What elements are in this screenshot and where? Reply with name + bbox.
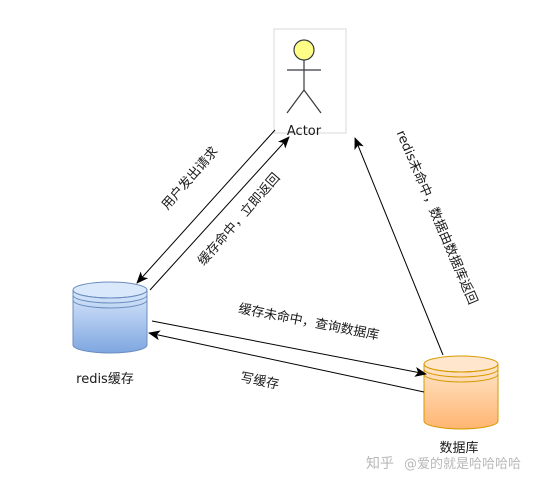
actor: Actor — [273, 28, 347, 139]
cache-hit-label: 缓存命中，立即返回 — [195, 170, 284, 269]
cache-hit-return-arrow — [149, 136, 290, 291]
actor-label: Actor — [287, 124, 322, 139]
watermark-brand: 知乎 — [366, 455, 394, 472]
user-request-arrow — [136, 129, 276, 284]
database-node: 数据库 — [423, 355, 499, 456]
actor-figure-icon — [286, 60, 322, 114]
actor-head — [293, 39, 315, 61]
db-return-arrow — [354, 137, 444, 356]
watermark: 知乎 @爱的就是哈哈哈哈 — [366, 455, 521, 472]
redis-cache-node: redis缓存 — [72, 281, 148, 387]
watermark-author: @爱的就是哈哈哈哈 — [404, 456, 521, 472]
redis-miss-label: redis未命中，数据由数据库返回 — [393, 128, 481, 307]
user-request-label: 用户发出请求 — [158, 144, 221, 213]
cache-miss-label: 缓存未命中，查询数据库 — [237, 301, 380, 344]
query-db-arrow — [151, 320, 427, 377]
write-cache-arrow — [148, 330, 425, 393]
redis-label: redis缓存 — [76, 372, 134, 387]
database-label: 数据库 — [439, 440, 478, 456]
write-cache-label: 写缓存 — [239, 370, 280, 392]
